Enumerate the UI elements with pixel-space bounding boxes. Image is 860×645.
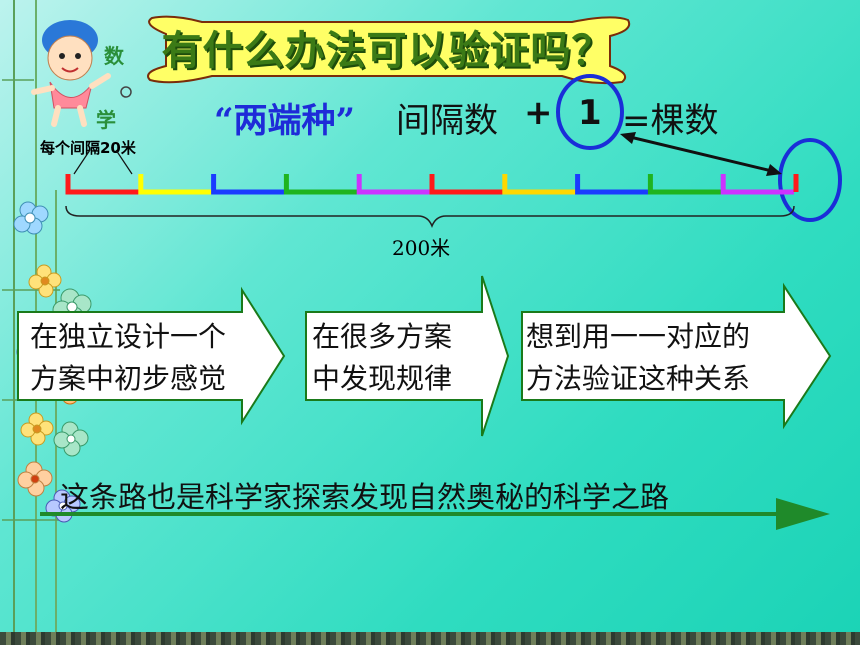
formula-one: 1	[578, 93, 602, 133]
step-1-text: 在独立设计一个 方案中初步感觉	[30, 316, 226, 400]
formula-plus: +	[524, 93, 553, 133]
formula-result: =棵数	[622, 101, 719, 141]
interval-segment	[502, 174, 576, 195]
logo-char-2: 学	[96, 108, 116, 132]
formula-both-ends: “两端种”	[214, 101, 356, 141]
step-2-line2: 中发现规律	[312, 362, 453, 395]
cartoon-girl-icon	[31, 20, 111, 127]
formula-intervals: 间隔数	[396, 101, 498, 141]
interval-segment	[720, 174, 794, 195]
logo-char-1: 数	[104, 44, 124, 68]
interval-segment	[138, 174, 212, 195]
tree-planting-diagram	[17, 74, 842, 530]
segment-label: 每个间隔20米	[40, 139, 136, 157]
interval-segment	[356, 174, 430, 195]
interval-segment	[211, 174, 285, 195]
road-arrow-head	[776, 498, 830, 530]
step-3-line2: 方法验证这种关系	[526, 362, 751, 395]
step-arrow-3	[521, 282, 832, 430]
distance-brace	[65, 205, 795, 229]
slide-title: 有什么办法可以验证吗？	[161, 27, 613, 74]
total-distance-label: 200米	[392, 236, 451, 260]
interval-segment	[65, 174, 139, 195]
interval-segment	[283, 174, 358, 195]
circle-around-one	[556, 74, 624, 150]
interval-segment	[647, 174, 722, 195]
bottom-border-strip	[0, 632, 860, 645]
step-1-line2: 方案中初步感觉	[30, 362, 227, 395]
step-2-line1: 在很多方案	[312, 320, 453, 353]
footer-statement: 这条路也是科学家探索发现自然奥秘的科学之路	[60, 480, 670, 514]
step-arrow-1	[17, 286, 286, 426]
step-3-line1: 想到用一一对应的	[526, 320, 751, 353]
title-banner	[147, 15, 631, 85]
step-3-text: 想到用一一对应的 方法验证这种关系	[526, 316, 750, 400]
step-arrow-2	[305, 275, 510, 437]
circle-around-last-tree	[778, 138, 842, 222]
interval-segment	[429, 174, 503, 195]
interval-segment	[575, 174, 649, 195]
step-1-line1: 在独立设计一个	[30, 320, 227, 353]
step-2-text: 在很多方案 中发现规律	[312, 316, 452, 400]
correspondence-arrow	[625, 134, 777, 174]
